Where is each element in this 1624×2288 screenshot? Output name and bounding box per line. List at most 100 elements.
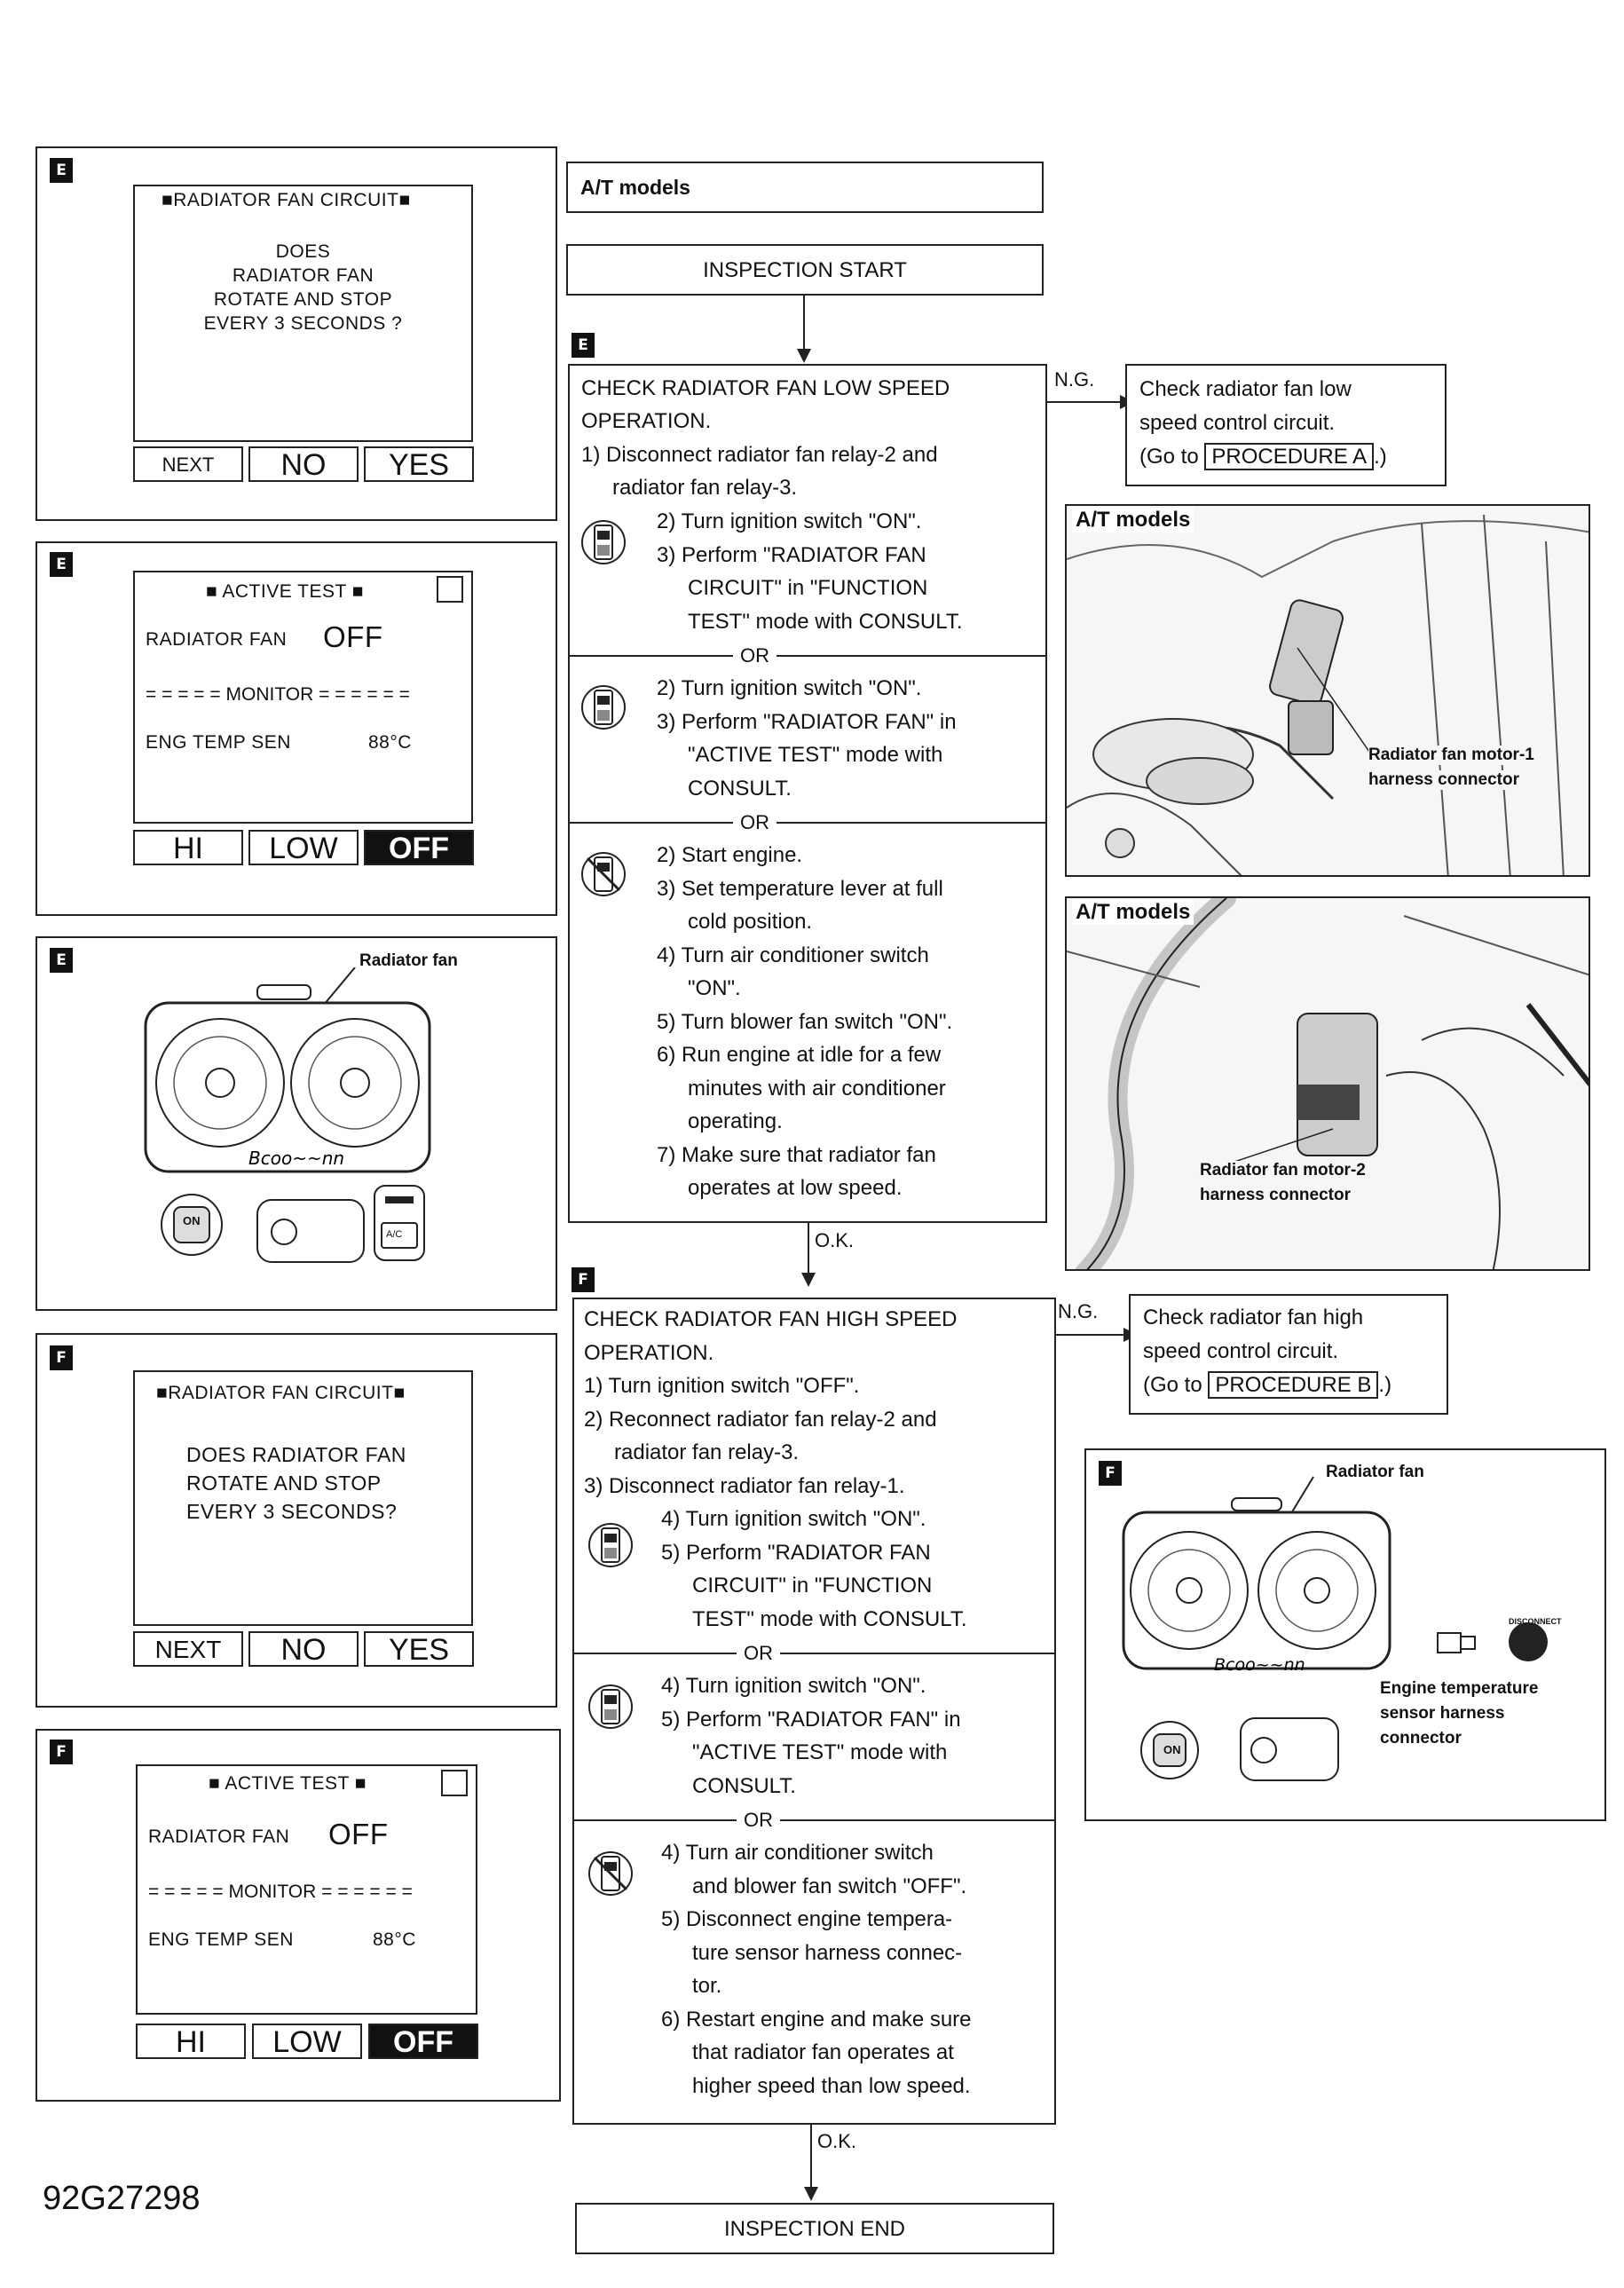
tag-e: E bbox=[50, 948, 73, 973]
step-e-c-5: "ON". bbox=[688, 976, 741, 1000]
arrow-start-to-e bbox=[803, 296, 805, 349]
ac-switch-label: A/C bbox=[386, 1229, 403, 1240]
inspection-start-text: INSPECTION START bbox=[703, 258, 907, 282]
step-f-b-2: 5) Perform "RADIATOR FAN" in bbox=[661, 1708, 961, 1732]
step-f-box bbox=[572, 1298, 1056, 2125]
ng-f-line-2: speed control circuit. bbox=[1143, 1339, 1339, 1363]
sensor-label: ENG TEMP SEN bbox=[146, 732, 291, 753]
step-e-b-3: "ACTIVE TEST" mode with bbox=[688, 743, 943, 767]
arrow-head bbox=[801, 1273, 816, 1287]
screen-question-3: ROTATE AND STOP bbox=[213, 289, 393, 310]
step-e-b-2: 3) Perform "RADIATOR FAN" in bbox=[657, 710, 957, 734]
step-f-a-4: TEST" mode with CONSULT. bbox=[692, 1607, 967, 1631]
step-e-a-4: TEST" mode with CONSULT. bbox=[688, 610, 963, 634]
radiator-fan-value: OFF bbox=[323, 620, 383, 653]
ign-on-label: ON bbox=[1163, 1743, 1181, 1756]
engine-bay-illustration bbox=[1067, 514, 1589, 875]
step-e-c-2: 3) Set temperature lever at full bbox=[657, 877, 943, 901]
or-label: OR bbox=[737, 1642, 780, 1665]
consult-screen-function-test-f: ■RADIATOR FAN CIRCUIT■ DOES RADIATOR FAN… bbox=[133, 1370, 473, 1626]
screen-title: ■ ACTIVE TEST ■ bbox=[206, 581, 364, 602]
svg-text:Bcoo~~nn: Bcoo~~nn bbox=[1214, 1655, 1305, 1675]
consult-unit-icon bbox=[588, 1523, 633, 1567]
off-button[interactable]: OFF bbox=[368, 2024, 478, 2059]
step-e-a-1: 2) Turn ignition switch "ON". bbox=[657, 509, 922, 533]
engine-sensor-label-3: connector bbox=[1380, 1729, 1462, 1748]
consult-unit-icon bbox=[588, 1684, 633, 1729]
arrow-head bbox=[804, 2187, 818, 2201]
tag-f: F bbox=[50, 1740, 73, 1764]
ng-f-box: Check radiator fan high speed control ci… bbox=[1129, 1294, 1448, 1415]
consult-unit-icon bbox=[581, 685, 626, 730]
screen-question-1: DOES bbox=[275, 241, 331, 262]
ng-e-line-2: speed control circuit. bbox=[1139, 411, 1336, 435]
step-f-c-2: and blower fan switch "OFF". bbox=[692, 1874, 967, 1898]
ok-label: O.K. bbox=[817, 2130, 857, 2152]
checkbox-icon bbox=[441, 1770, 468, 1796]
consult-screen-function-test-e: ■RADIATOR FAN CIRCUIT■ DOES RADIATOR FAN… bbox=[133, 185, 473, 442]
step-e-line-1: 1) Disconnect radiator fan relay-2 and bbox=[581, 443, 938, 467]
photo-1-title: A/T models bbox=[1072, 508, 1194, 533]
yes-button[interactable]: YES bbox=[364, 446, 474, 482]
or-label: OR bbox=[733, 811, 777, 834]
step-f-b-1: 4) Turn ignition switch "ON". bbox=[661, 1674, 926, 1698]
step-f-b-3: "ACTIVE TEST" mode with bbox=[692, 1740, 948, 1764]
low-button[interactable]: LOW bbox=[252, 2024, 362, 2059]
step-e-title-2: OPERATION. bbox=[581, 409, 712, 433]
off-button[interactable]: OFF bbox=[364, 830, 474, 865]
photo-2-label-2: harness connector bbox=[1200, 1186, 1351, 1205]
or-label: OR bbox=[733, 644, 777, 667]
radiator-fan-label: Radiator fan bbox=[1326, 1463, 1424, 1481]
consult-screen-active-test-f: ■ ACTIVE TEST ■ RADIATOR FAN OFF = = = =… bbox=[136, 1764, 477, 2015]
monitor-header: = = = = = MONITOR = = = = = = bbox=[148, 1882, 413, 1902]
ign-on-label: ON bbox=[183, 1214, 201, 1227]
step-e-b-4: CONSULT. bbox=[688, 777, 792, 801]
next-button[interactable]: NEXT bbox=[133, 446, 243, 482]
photo-2-title: A/T models bbox=[1072, 900, 1194, 925]
step-e-a-3: CIRCUIT" in "FUNCTION bbox=[688, 576, 928, 600]
step-e-c-1: 2) Start engine. bbox=[657, 843, 803, 867]
step-f-line-3: radiator fan relay-3. bbox=[614, 1440, 800, 1464]
radiator-fan-label: RADIATOR FAN bbox=[148, 1826, 290, 1847]
no-button[interactable]: NO bbox=[248, 1631, 359, 1667]
arrow-f-to-end bbox=[810, 2125, 812, 2189]
ok-label: O.K. bbox=[815, 1229, 855, 1251]
ng-f-goto: (Go to PROCEDURE B.) bbox=[1143, 1371, 1392, 1399]
procedure-a-link[interactable]: PROCEDURE A bbox=[1204, 443, 1375, 470]
screen-question-3: EVERY 3 SECONDS? bbox=[186, 1500, 398, 1523]
ng-e-line-1: Check radiator fan low bbox=[1139, 377, 1352, 401]
checkbox-icon bbox=[437, 576, 463, 603]
ng-e-box: Check radiator fan low speed control cir… bbox=[1125, 364, 1447, 486]
step-f-c-8: higher speed than low speed. bbox=[692, 2074, 971, 2098]
yes-button[interactable]: YES bbox=[364, 1631, 474, 1667]
radiator-fan-illustration-e: Bcoo~~nn bbox=[144, 967, 431, 1263]
step-f-b-4: CONSULT. bbox=[692, 1774, 796, 1798]
next-button[interactable]: NEXT bbox=[133, 1631, 243, 1667]
step-e-c-4: 4) Turn air conditioner switch bbox=[657, 943, 929, 967]
hi-button[interactable]: HI bbox=[136, 2024, 246, 2059]
inspection-end-text: INSPECTION END bbox=[723, 2217, 906, 2241]
sensor-label: ENG TEMP SEN bbox=[148, 1929, 294, 1950]
radiator-fan-illustration-f: Bcoo~~nn bbox=[1122, 1476, 1548, 1781]
step-f-title-2: OPERATION. bbox=[584, 1341, 714, 1365]
screen-question-2: ROTATE AND STOP bbox=[186, 1471, 382, 1495]
hi-button[interactable]: HI bbox=[133, 830, 243, 865]
arrow-e-to-f bbox=[808, 1223, 809, 1274]
no-tools-icon bbox=[588, 1851, 633, 1896]
divider bbox=[568, 822, 1047, 824]
radiator-fan-value: OFF bbox=[328, 1818, 389, 1850]
step-f-c-3: 5) Disconnect engine tempera- bbox=[661, 1907, 953, 1931]
no-button[interactable]: NO bbox=[248, 446, 359, 482]
procedure-b-link[interactable]: PROCEDURE B bbox=[1208, 1371, 1379, 1399]
step-e-c-10: 7) Make sure that radiator fan bbox=[657, 1143, 936, 1167]
low-button[interactable]: LOW bbox=[248, 830, 359, 865]
step-e-c-9: operating. bbox=[688, 1109, 783, 1133]
photo-radiator-fan-motor-2: A/T models Radiator fan motor-2 harness … bbox=[1065, 896, 1590, 1271]
screen-question-4: EVERY 3 SECONDS ? bbox=[203, 313, 403, 334]
step-e-line-2: radiator fan relay-3. bbox=[612, 476, 798, 500]
arrow-f-to-ng bbox=[1056, 1334, 1125, 1336]
step-f-a-1: 4) Turn ignition switch "ON". bbox=[661, 1507, 926, 1531]
ng-label: N.G. bbox=[1058, 1300, 1099, 1322]
divider bbox=[572, 1653, 1056, 1654]
step-f-line-2: 2) Reconnect radiator fan relay-2 and bbox=[584, 1408, 937, 1432]
